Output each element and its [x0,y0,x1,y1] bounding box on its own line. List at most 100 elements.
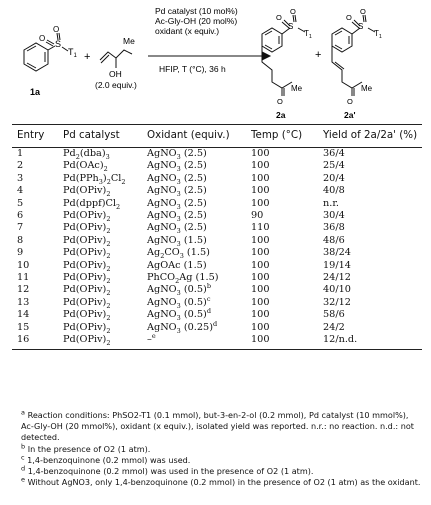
cell-entry: 15 [17,321,30,333]
cell-yield: 25/4 [323,160,345,172]
cell-pd-catalyst: Pd(OPiv)2 [63,296,111,310]
oxygen-atom-1a-left: O [39,34,45,43]
cell-yield: 38/24 [323,247,351,259]
cell-oxidant: AgNO3 (0.5)c [147,294,211,310]
cell-temp: 100 [251,247,270,259]
sulfur-atom-2a-prime: S [358,22,363,31]
cell-entry: 16 [17,333,30,345]
cell-oxidant: AgNO3 (2.5) [147,185,207,199]
cell-temp: 100 [251,160,270,172]
methyl-label-2a-prime: Me [361,84,373,93]
cell-oxidant: AgNO3 (0.25)d [147,319,218,335]
cell-entry: 4 [17,185,24,197]
table-row: 15 Pd(OPiv)2 AgNO3 (0.25)d 100 24/2 [12,319,422,335]
benzene-ring-1a [23,42,49,72]
methyl-label-2a: Me [291,84,303,93]
cell-pd-catalyst: Pd(OPiv)2 [63,185,111,199]
header-temp: Temp (°C) [251,129,303,141]
t1-group-2a-prime: T1 [374,29,382,40]
cell-temp: 100 [251,197,270,209]
cell-yield: 58/6 [323,309,345,321]
cell-oxidant: AgNO3 (2.5) [147,222,207,236]
table-row: 1 Pd2(dba)3 AgNO3 (2.5) 100 36/4 [12,148,422,161]
cell-entry: 6 [17,210,24,222]
oxygen-atom-2a-left: O [276,13,282,22]
cell-temp: 100 [251,259,270,271]
cell-oxidant: AgNO3 (0.5)d [147,306,211,323]
cell-oxidant: PhCO2Ag (1.5) [147,272,219,285]
cell-pd-catalyst: Pd(OPiv)2 [63,247,111,261]
cell-pd-catalyst: Pd(OPiv)2 [63,210,111,223]
footnote-b: b In the presence of O2 (1 atm). [21,441,151,454]
cell-entry: 10 [17,259,30,271]
cell-yield: 40/8 [323,185,345,197]
cell-temp: 100 [251,185,270,197]
cell-entry: 12 [17,284,30,296]
hydroxyl-label: OH [109,69,122,79]
cell-temp: 110 [251,222,270,234]
plus-sign-1: + [84,51,90,63]
cell-oxidant: AgNO3 (2.5) [147,148,207,162]
header-oxidant: Oxidant (equiv.) [147,129,230,141]
cell-oxidant: AgOAc (1.5) [147,259,207,271]
cell-entry: 9 [17,247,24,259]
cell-oxidant: AgNO3 (2.5) [147,210,207,223]
cell-pd-catalyst: Pd(OPiv)2 [63,309,111,323]
cell-yield: 48/6 [323,234,345,246]
cell-yield: 36/4 [323,148,345,160]
condition-ligand: Ac-Gly-OH (20 mol%) [155,16,237,26]
cell-oxidant: AgNO3 (1.5) [147,234,207,248]
cell-yield: 32/12 [323,296,351,308]
substrate-label-1a: 1a [30,87,41,97]
header-entry: Entry [17,129,45,141]
cell-oxidant: AgNO3 (2.5) [147,160,207,174]
cell-oxidant: –e [147,331,156,345]
cell-entry: 2 [17,160,24,172]
footnote-e: e Without AgNO3, only 1,4-benzoquinone (… [21,475,421,488]
carbonyl-oxygen-2a: O [277,97,283,106]
plus-sign-2: + [315,49,321,61]
sulfur-atom-1a: S [55,39,61,49]
cell-temp: 100 [251,321,270,333]
cell-pd-catalyst: Pd2(dba)3 [63,148,110,162]
cell-entry: 7 [17,222,24,234]
equiv-note: (2.0 equiv.) [95,80,137,90]
condition-oxidant: oxidant (x equiv.) [155,26,219,36]
cell-temp: 100 [251,272,270,283]
cell-pd-catalyst: Pd(dppf)Cl2 [63,197,121,211]
cell-temp: 100 [251,333,270,345]
cell-entry: 13 [17,296,30,308]
table-footnotes: a Reaction conditions: PhSO2-T1 (0.1 mmo… [12,409,424,488]
product-label-2a: 2a [276,110,286,120]
table-row: 13 Pd(OPiv)2 AgNO3 (0.5)c 100 32/12 [12,294,422,310]
cell-temp: 100 [251,148,270,160]
cell-pd-catalyst: Pd(OPiv)2 [63,321,111,335]
cell-entry: 14 [17,309,30,321]
cell-entry: 1 [17,148,24,160]
cell-yield: 24/12 [323,272,351,283]
cell-yield: 30/4 [323,210,345,222]
cell-yield: 20/4 [323,172,345,184]
cell-temp: 100 [251,296,270,308]
cell-yield: 12/n.d. [323,333,358,345]
cell-oxidant: AgNO3 (2.5) [147,197,207,211]
cell-temp: 100 [251,234,270,246]
cell-pd-catalyst: Pd(OPiv)2 [63,234,111,248]
oxygen-atom-2a-prime-left: O [346,13,352,22]
cell-oxidant: AgNO3 (2.5) [147,172,207,186]
cell-yield: 24/2 [323,321,345,333]
condition-solvent-temp: HFIP, T (°C), 36 h [159,64,226,74]
cell-pd-catalyst: Pd(PPh3)2Cl2 [63,172,126,186]
cell-pd-catalyst: Pd(OPiv)2 [63,259,111,273]
t1-group-2a: T1 [304,29,312,40]
cell-pd-catalyst: Pd(OPiv)2 [63,284,111,298]
